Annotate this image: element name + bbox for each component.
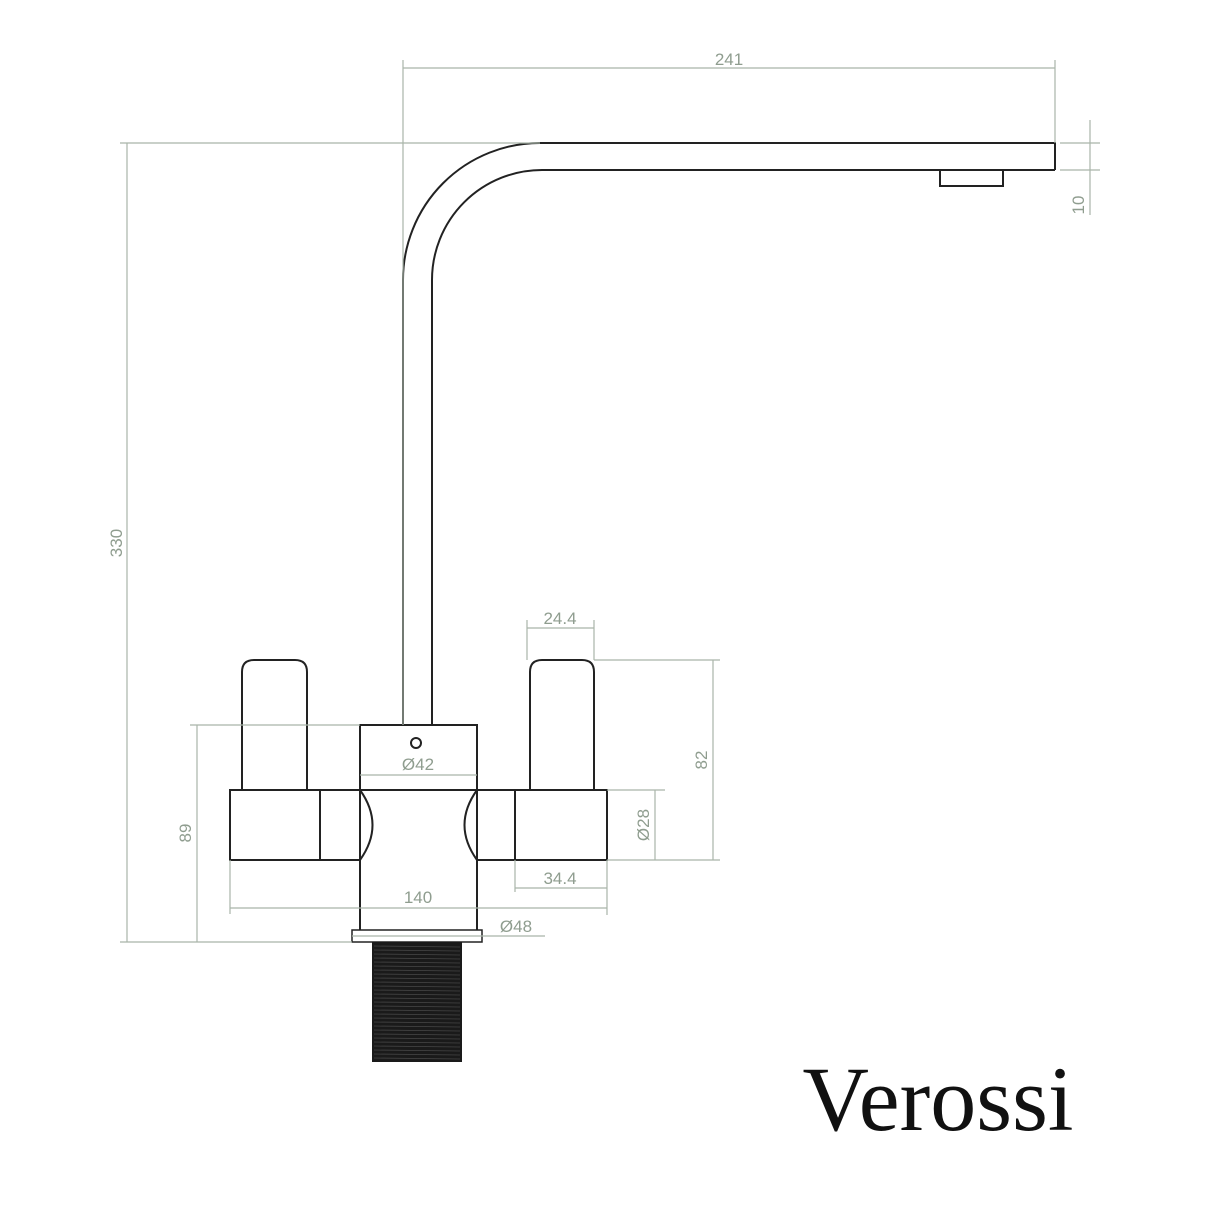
- thread-line: [373, 981, 461, 984]
- thread-line: [373, 1033, 461, 1036]
- dim-handle-height: 82: [692, 751, 711, 770]
- dim-body-diameter: Ø42: [402, 755, 434, 774]
- thread-line: [373, 997, 461, 1000]
- thread-line: [373, 953, 461, 956]
- left-handle: [241, 659, 308, 790]
- thread-line: [373, 1017, 461, 1020]
- thread-line: [373, 1041, 461, 1044]
- right-valve: [476, 789, 608, 861]
- dim-base-diameter: Ø48: [500, 917, 532, 936]
- tap-body-top: [359, 724, 478, 791]
- dim-body-height: 89: [176, 824, 195, 843]
- thread-line: [373, 985, 461, 988]
- thread-line: [373, 989, 461, 992]
- thread-lines: [373, 945, 461, 1060]
- left-valve: [229, 789, 361, 861]
- spout-inner: [431, 169, 1055, 725]
- dimension-lines: [120, 60, 1100, 943]
- dim-spout-reach: 241: [715, 50, 743, 69]
- thread-line: [373, 1009, 461, 1012]
- thread-line: [373, 1025, 461, 1028]
- thread-line: [373, 973, 461, 976]
- thread-line: [373, 1005, 461, 1008]
- aerator: [939, 170, 1004, 187]
- thread-line: [373, 945, 461, 948]
- thread-line: [373, 1029, 461, 1032]
- thread-line: [373, 1001, 461, 1004]
- thread-line: [373, 961, 461, 964]
- thread-line: [373, 965, 461, 968]
- thread-line: [373, 957, 461, 960]
- thread-line: [373, 993, 461, 996]
- dim-valve-length: 34.4: [543, 869, 576, 888]
- dim-handle-width: 24.4: [543, 609, 576, 628]
- dim-overall-width: 140: [404, 888, 432, 907]
- thread-line: [373, 1021, 461, 1024]
- thread-line: [373, 1053, 461, 1056]
- body-screw-hole: [410, 737, 422, 749]
- thread-line: [373, 949, 461, 952]
- thread-line: [373, 1013, 461, 1016]
- brand-logo: Verossi: [803, 1048, 1074, 1150]
- tap-body-lower: [359, 789, 478, 930]
- dim-valve-diameter: Ø28: [634, 809, 653, 841]
- thread-line: [373, 977, 461, 980]
- thread-line: [373, 969, 461, 972]
- thread-line: [373, 1045, 461, 1048]
- thread-line: [373, 1057, 461, 1060]
- right-handle: [529, 659, 595, 790]
- thread-line: [373, 1037, 461, 1040]
- dim-spout-thickness: 10: [1069, 196, 1088, 215]
- spout-outer: [402, 142, 1056, 725]
- dim-overall-height: 330: [107, 529, 126, 557]
- thread-line: [373, 1049, 461, 1052]
